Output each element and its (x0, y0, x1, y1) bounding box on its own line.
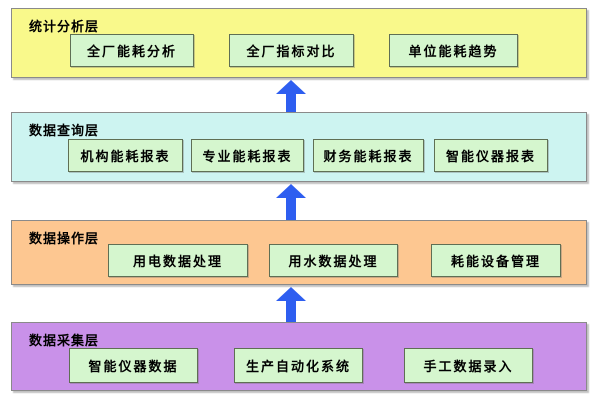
arrow-shaft (286, 301, 296, 322)
arrow-head-icon (276, 80, 306, 94)
layer-data-query: 数据查询层 机构能耗报表 专业能耗报表 财务能耗报表 智能仪器报表 (11, 112, 587, 182)
arrow-head-icon (276, 184, 306, 198)
node-electricity-data-processing: 用电数据处理 (108, 244, 248, 277)
layer-data-operation: 数据操作层 用电数据处理 用水数据处理 耗能设备管理 (11, 220, 587, 285)
node-finance-energy-report: 财务能耗报表 (313, 139, 424, 172)
layer-title: 数据操作层 (29, 232, 100, 247)
arrow-shaft (286, 198, 296, 220)
node-energy-equipment-management: 耗能设备管理 (431, 244, 561, 277)
layer-statistical-analysis: 统计分析层 全厂能耗分析 全厂指标对比 单位能耗趋势 (11, 8, 587, 78)
node-manual-data-entry: 手工数据录入 (404, 348, 533, 383)
node-plant-energy-analysis: 全厂能耗分析 (70, 34, 194, 67)
layer-title: 统计分析层 (29, 20, 100, 35)
node-production-automation-system: 生产自动化系统 (234, 348, 363, 383)
node-plant-index-comparison: 全厂指标对比 (229, 34, 354, 67)
layer-data-collection: 数据采集层 智能仪器数据 生产自动化系统 手工数据录入 (11, 322, 587, 391)
node-smart-meter-report: 智能仪器报表 (434, 139, 548, 172)
arrow-shaft (286, 94, 296, 112)
node-water-data-processing: 用水数据处理 (269, 244, 398, 277)
layer-title: 数据采集层 (29, 334, 100, 349)
up-arrow-operation-to-query (276, 184, 306, 220)
node-smart-meter-data: 智能仪器数据 (69, 348, 198, 383)
up-arrow-query-to-analysis (276, 80, 306, 112)
node-unit-energy-trend: 单位能耗趋势 (389, 34, 518, 67)
arrow-head-icon (276, 287, 306, 301)
layer-title: 数据查询层 (29, 124, 100, 139)
up-arrow-collection-to-operation (276, 287, 306, 322)
node-org-energy-report: 机构能耗报表 (68, 139, 183, 172)
node-specialty-energy-report: 专业能耗报表 (191, 139, 304, 172)
